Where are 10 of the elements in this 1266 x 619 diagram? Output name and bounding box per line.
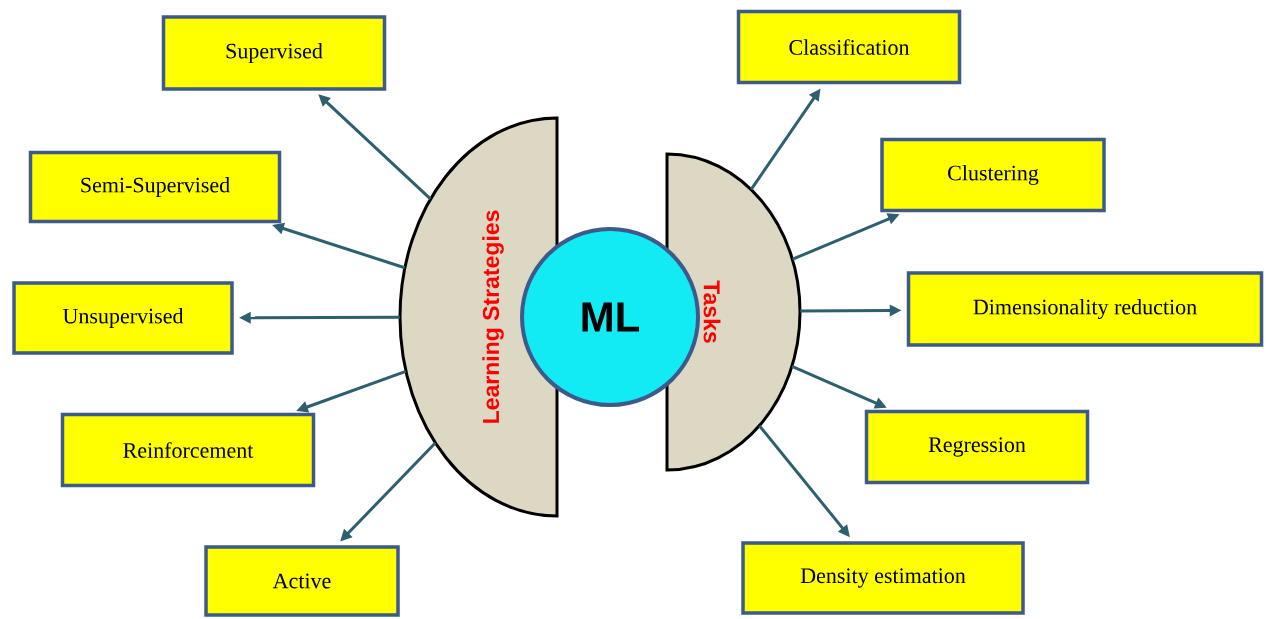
- text-box: Dimensionality reduction: [906, 271, 1264, 347]
- text-box: Density estimation: [741, 541, 1025, 615]
- text-box: Active: [204, 545, 400, 617]
- text-box: Supervised: [161, 15, 387, 91]
- text-box: Regression: [864, 409, 1090, 485]
- text-box: Semi-Supervised: [28, 150, 282, 224]
- text-box: Unsupervised: [12, 281, 234, 355]
- text-box: Clustering: [880, 137, 1106, 213]
- text-box: Classification: [736, 9, 962, 85]
- text-box: Reinforcement: [60, 412, 316, 488]
